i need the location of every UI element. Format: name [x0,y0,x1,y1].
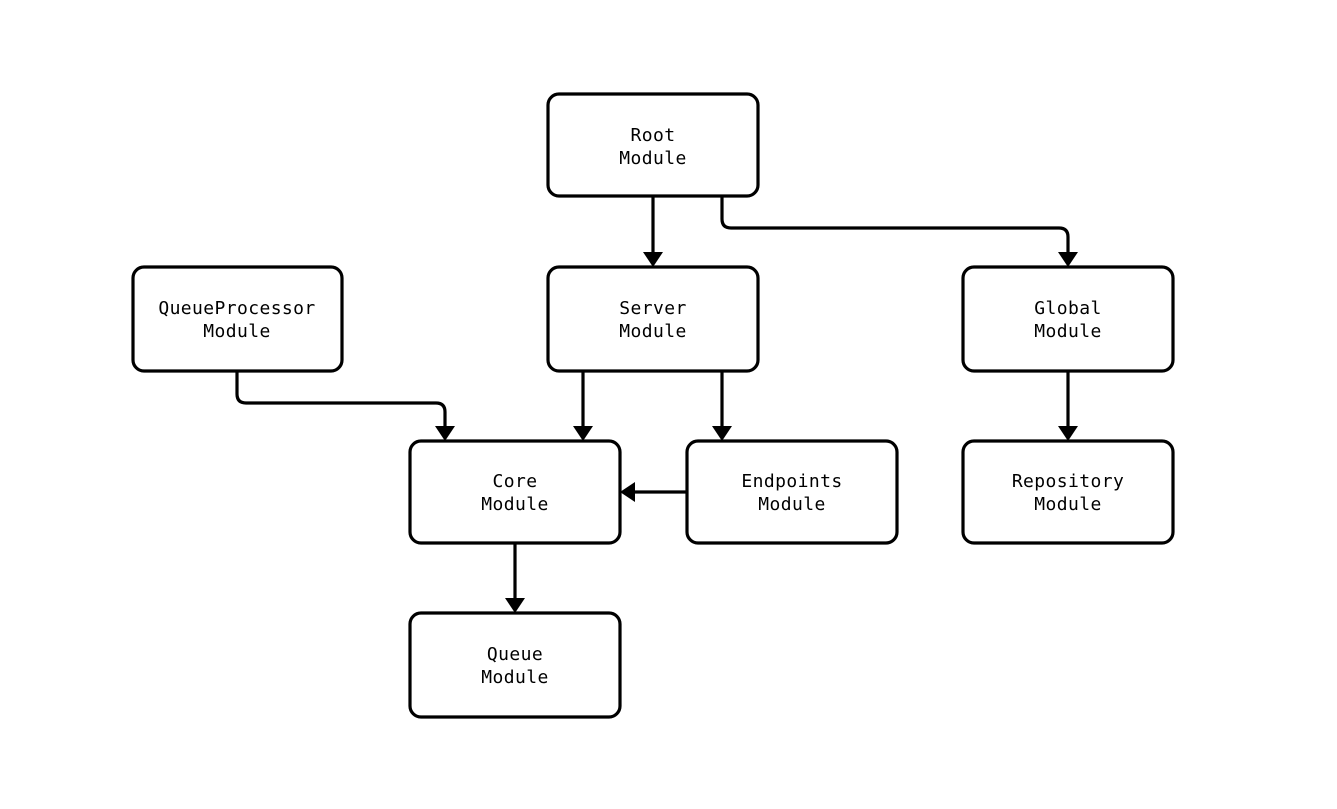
node-core-module-label-line1: Core [493,471,538,492]
node-server-module-box[interactable] [546,265,760,373]
node-endpoints-module-box[interactable] [685,439,899,545]
node-global-module-label-line2: Module [1034,321,1101,342]
node-global-module[interactable]: Global Module [961,265,1175,373]
node-server-module[interactable]: Server Module [546,265,760,373]
node-core-module[interactable]: Core Module [408,439,622,545]
node-queueprocessor-module-label-line2: Module [203,321,270,342]
node-queueprocessor-module[interactable]: QueueProcessor Module [131,265,344,373]
edge-root-to-server [643,196,663,267]
node-endpoints-module[interactable]: Endpoints Module [685,439,899,545]
edge-server-to-core [573,371,593,441]
node-endpoints-module-label-line2: Module [758,494,825,515]
node-core-module-box[interactable] [408,439,622,545]
node-endpoints-module-label-line1: Endpoints [741,471,842,492]
node-repository-module-label-line1: Repository [1012,471,1124,492]
edge-queueprocessor-to-core [235,371,455,441]
node-root-module[interactable]: Root Module [546,92,760,198]
edge-server-to-endpoints [712,371,732,441]
node-queue-module-label-line1: Queue [487,644,543,665]
node-core-module-label-line2: Module [481,494,548,515]
node-queueprocessor-module-label-line1: QueueProcessor [158,298,315,319]
node-queueprocessor-module-box[interactable] [131,265,344,373]
node-queue-module-box[interactable] [408,611,622,719]
node-repository-module-label-line2: Module [1034,494,1101,515]
node-server-module-label-line2: Module [619,321,686,342]
edge-global-to-repository [1058,371,1078,441]
node-root-module-label-line1: Root [631,125,676,146]
edge-root-to-global [720,196,1078,267]
node-repository-module-box[interactable] [961,439,1175,545]
node-queue-module-label-line2: Module [481,667,548,688]
edge-layer [235,196,1078,613]
node-global-module-box[interactable] [961,265,1175,373]
edge-endpoints-to-core [620,482,687,502]
node-root-module-box[interactable] [546,92,760,198]
node-root-module-label-line2: Module [619,148,686,169]
edge-core-to-queue [505,543,525,613]
node-layer: Root Module QueueProcessor Module Server… [131,92,1175,719]
node-global-module-label-line1: Global [1034,298,1101,319]
node-queue-module[interactable]: Queue Module [408,611,622,719]
node-server-module-label-line1: Server [619,298,686,319]
node-repository-module[interactable]: Repository Module [961,439,1175,545]
